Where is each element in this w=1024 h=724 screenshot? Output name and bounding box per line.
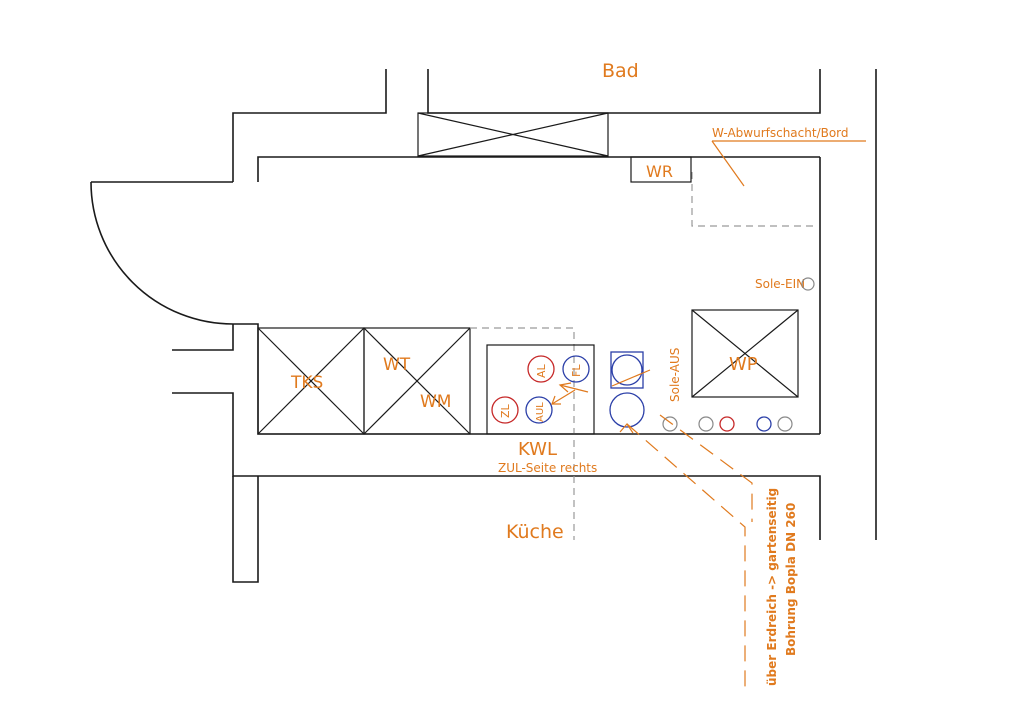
wp-label: WP — [729, 354, 758, 375]
sole-aus-label: Sole-AUS — [668, 348, 682, 402]
duct-note-line2: Bohrung Bopla DN 260 — [784, 503, 798, 656]
shaft-outline — [691, 172, 818, 227]
sole-leader — [611, 369, 651, 387]
fitting-circle-upper — [611, 354, 643, 386]
tks-label: TKS — [290, 373, 323, 393]
kwl-box — [486, 344, 595, 435]
port-aul-circle — [525, 396, 553, 424]
kwl-flow-arrows — [551, 382, 589, 405]
kwl-note: ZUL-Seite rechts — [498, 461, 597, 475]
vent-box — [417, 112, 609, 157]
port-fl-label: FL — [570, 364, 583, 377]
wm-label: WM — [420, 392, 451, 412]
wall-left-stub — [172, 324, 234, 351]
port-fl-circle — [562, 355, 590, 383]
kwl-dashed-outline — [470, 327, 575, 540]
shaft-leader — [711, 140, 745, 187]
wall-top-inner — [257, 156, 820, 182]
port-zl-label: ZL — [499, 403, 512, 418]
fitting-circle-lower — [609, 392, 645, 428]
wall-bath — [427, 69, 821, 114]
room-label-kueche: Küche — [506, 521, 564, 543]
walls — [90, 69, 877, 583]
wp-box — [691, 309, 799, 398]
port-aul-label: AUL — [535, 402, 546, 422]
wr-box — [630, 156, 692, 183]
wall-kitchen-left — [232, 476, 259, 583]
duct-note-line1: über Erdreich -> gartenseitig — [765, 488, 779, 686]
wr-label: WR — [646, 162, 673, 181]
kwl-label: KWL — [518, 439, 557, 460]
sole-ein-circle — [801, 277, 815, 291]
port-al-circle — [527, 355, 555, 383]
fitting-square — [610, 351, 644, 389]
port-al-label: AL — [535, 363, 548, 378]
wall-left-lower — [172, 392, 821, 540]
shaft-label: W-Abwurfschacht/Bord — [712, 126, 849, 140]
door-swing-arc — [90, 181, 234, 325]
wp-connections — [662, 416, 793, 432]
port-zl-circle — [491, 396, 519, 424]
wall-top-left — [232, 69, 387, 182]
sole-ein-label: Sole-EIN — [755, 277, 805, 291]
wt-label: WT — [383, 355, 411, 375]
room-label-bad: Bad — [602, 60, 639, 82]
wt-wm-box — [363, 327, 471, 435]
ground-duct — [619, 414, 753, 690]
